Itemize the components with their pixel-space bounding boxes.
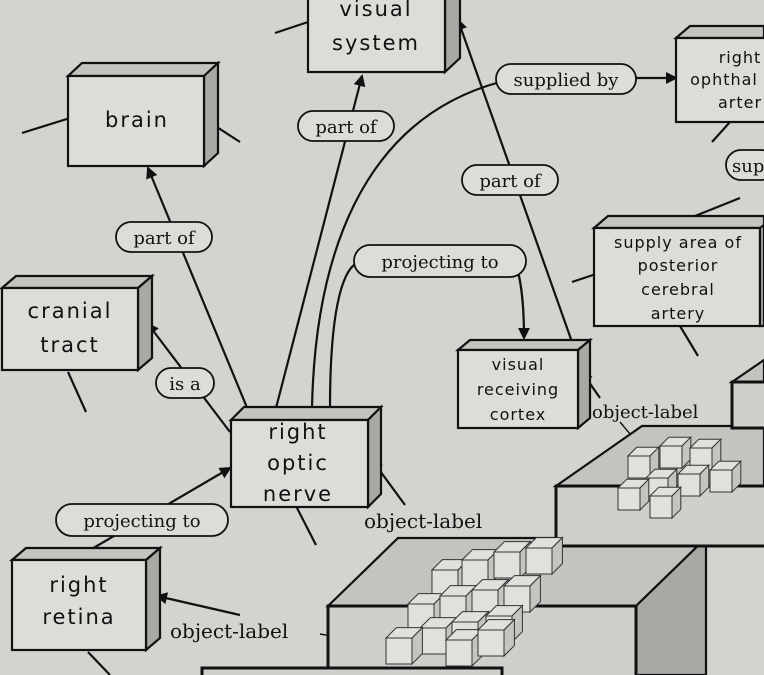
label-is-a-text: is a — [169, 374, 201, 395]
brain-scan-box-bottom — [200, 666, 504, 675]
voxel-cube — [444, 628, 484, 668]
node-retina-line2: retina — [42, 605, 115, 629]
node-brain-label: brain — [105, 108, 169, 132]
node-supply-area: supply area of posterior cerebral artery — [591, 214, 764, 328]
label-part-of-3-text: part of — [479, 171, 542, 192]
node-cranial-line1: cranial — [28, 299, 113, 323]
node-retina-line1: right — [49, 573, 108, 597]
stub-9 — [571, 272, 597, 284]
node-cranial-tract: cranial tract — [0, 273, 155, 373]
label-supplied-by: supplied by — [495, 63, 637, 95]
label-supplied-by-text: supplied by — [514, 70, 620, 91]
object-label-nerve: object-label — [364, 509, 482, 533]
node-supply-line4: artery — [651, 304, 706, 323]
stub-1 — [274, 20, 309, 35]
edge-nerve-supplied-by — [310, 80, 501, 409]
stub-4 — [66, 371, 88, 413]
node-visual-receiving-cortex: visual receiving cortex — [454, 337, 594, 431]
label-part-of-2-text: part of — [133, 228, 196, 249]
stub-2 — [21, 116, 71, 135]
node-right-ophthalmic-artery: right ophthal arter — [673, 24, 764, 124]
edge-objlabel-retina — [155, 592, 241, 617]
node-artery-line2: ophthal — [690, 70, 758, 89]
voxel-cube — [688, 437, 723, 472]
node-supply-line1: supply area of — [614, 233, 742, 252]
node-cortex-line1: visual — [492, 355, 545, 374]
voxel-cube — [676, 463, 711, 498]
label-part-of-1-text: part of — [315, 117, 378, 138]
object-label-retina: object-label — [170, 619, 288, 643]
label-projecting-to-2: projecting to — [55, 503, 229, 537]
stub-10 — [679, 325, 699, 357]
node-supply-line3: cerebral — [641, 280, 715, 299]
voxel-cube — [476, 618, 516, 658]
node-supply-line2: posterior — [638, 256, 719, 275]
voxel-cluster-2 — [616, 435, 743, 520]
edge-nerve-brain — [146, 166, 250, 411]
edge-nerve-projecting — [328, 260, 361, 409]
label-projecting-to-2-text: projecting to — [83, 511, 200, 532]
node-cranial-line2: tract — [40, 333, 100, 357]
label-part-of-3: part of — [461, 164, 559, 196]
node-cortex-line3: cortex — [490, 405, 546, 424]
voxel-cluster-1 — [384, 536, 564, 668]
node-nerve-line3: nerve — [263, 482, 333, 506]
node-brain: brain — [65, 60, 221, 169]
node-cortex-line2: receiving — [477, 380, 559, 399]
node-nerve-line2: optic — [267, 451, 329, 475]
voxel-cube — [492, 540, 532, 580]
voxel-cube — [708, 459, 743, 494]
label-part-of-1: part of — [297, 110, 395, 142]
node-right-optic-nerve: right optic nerve — [228, 404, 384, 510]
label-projecting-to-1: projecting to — [353, 244, 527, 278]
node-visual-system: visual system — [306, 0, 462, 75]
node-visual-system-line1: visual — [339, 0, 412, 21]
voxel-cube — [648, 485, 683, 520]
node-artery-line3: arter — [718, 93, 762, 112]
node-artery-line1: right — [719, 48, 762, 67]
voxel-cube — [524, 536, 564, 576]
voxel-cube — [616, 477, 651, 512]
voxel-cube — [658, 435, 693, 470]
label-sup-text: sup — [732, 156, 764, 177]
stub-6 — [87, 651, 111, 675]
node-nerve-line1: right — [268, 420, 327, 444]
node-right-retina: right retina — [9, 545, 163, 653]
object-label-cortex: object-label — [592, 402, 699, 423]
node-visual-system-line2: system — [332, 31, 420, 55]
label-is-a: is a — [155, 367, 215, 399]
label-sup-partial: sup — [725, 149, 764, 181]
label-projecting-to-1-text: projecting to — [381, 252, 498, 273]
stub-7 — [711, 121, 731, 143]
label-part-of-2: part of — [115, 221, 213, 253]
voxel-cube — [384, 626, 424, 666]
stub-5 — [295, 505, 317, 546]
